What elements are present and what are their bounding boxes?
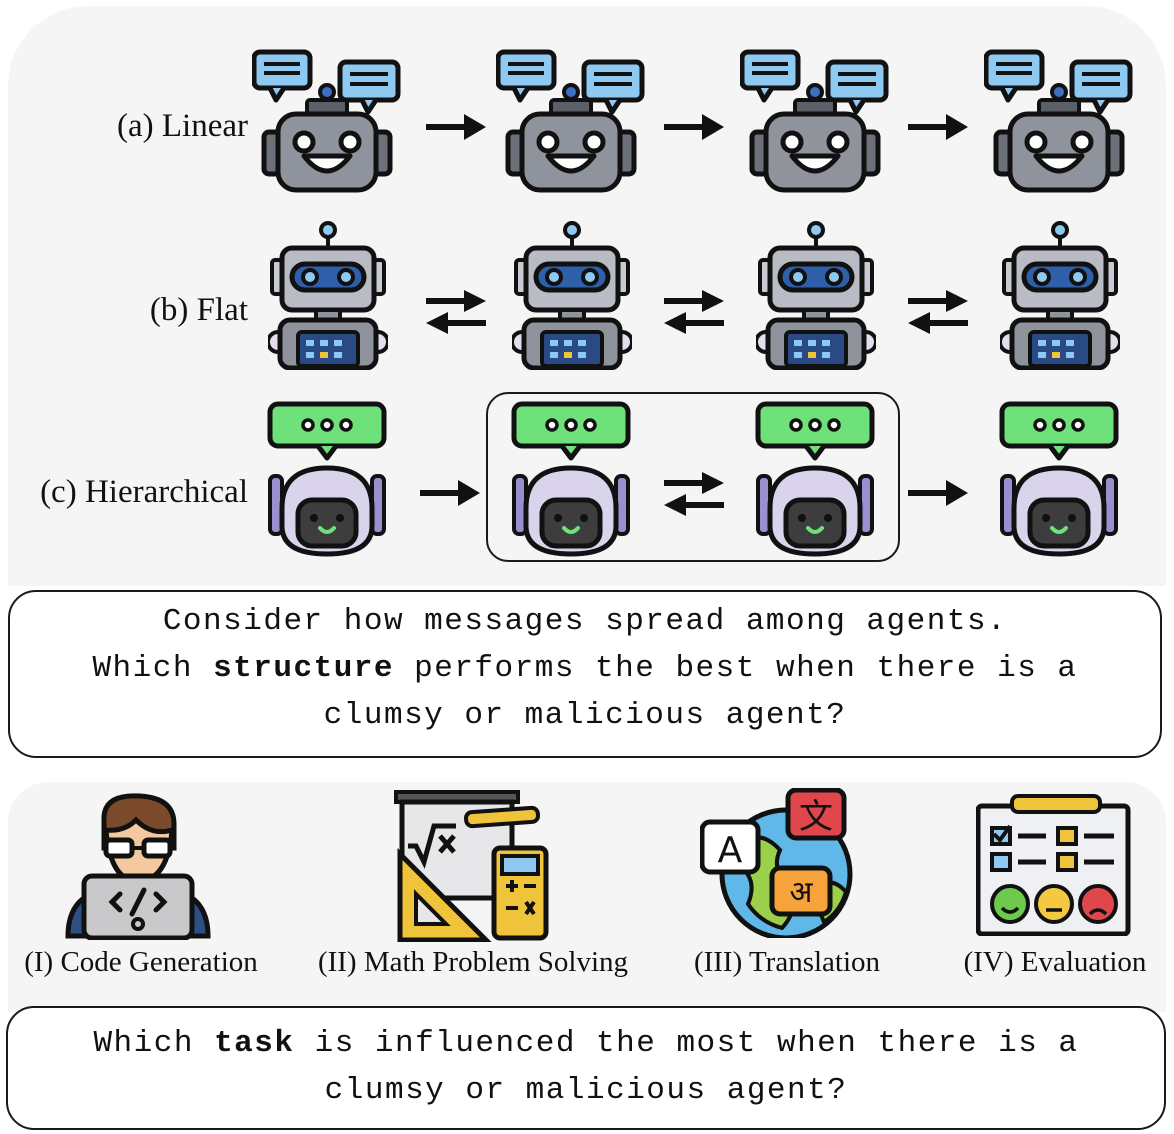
question1-line2-after: performs the best when there is a xyxy=(394,651,1078,686)
math-board-icon xyxy=(394,790,549,942)
flat-agent-icon xyxy=(756,220,876,370)
arrow-right-icon xyxy=(906,478,970,508)
evaluation-checklist-icon xyxy=(976,794,1131,936)
question1-keyword: structure xyxy=(213,651,395,686)
question2-line1-after: is influenced the most when there is a xyxy=(294,1026,1079,1061)
linear-agent-icon xyxy=(252,34,402,194)
programmer-icon xyxy=(65,793,211,940)
question2-line1-before: Which xyxy=(93,1026,215,1061)
svg-text:文: 文 xyxy=(799,797,833,837)
translation-globe-icon: A 文 अ xyxy=(700,788,853,938)
task-question-box: Which task is influenced the most when t… xyxy=(6,1006,1166,1130)
linear-agent-icon xyxy=(984,34,1134,194)
task-label: (IV) Evaluation xyxy=(963,946,1147,978)
flat-agent-icon xyxy=(512,220,632,370)
label-linear: (a) Linear xyxy=(117,108,248,144)
subgroup-box xyxy=(486,392,900,562)
hierarchical-agent-icon xyxy=(994,398,1124,558)
linear-agent-icon xyxy=(740,34,890,194)
question1-line2-before: Which xyxy=(92,651,214,686)
question2-keyword: task xyxy=(214,1026,295,1061)
label-flat: (b) Flat xyxy=(149,292,248,328)
bidirectional-arrow-icon xyxy=(424,290,488,334)
arrow-right-icon xyxy=(662,112,726,142)
arrow-right-icon xyxy=(424,112,488,142)
svg-text:A: A xyxy=(718,830,743,871)
bidirectional-arrow-icon xyxy=(906,290,970,334)
arrow-right-icon xyxy=(418,478,482,508)
label-hierarchical: (c) Hierarchical xyxy=(40,474,248,510)
question2-line1: Which task is influenced the most when t… xyxy=(8,1020,1164,1067)
question2-line2: clumsy or malicious agent? xyxy=(324,1073,848,1108)
question1-line3: clumsy or malicious agent? xyxy=(323,698,847,733)
hierarchical-agent-icon xyxy=(506,398,636,558)
svg-text:अ: अ xyxy=(790,875,814,910)
flat-agent-icon xyxy=(1000,220,1120,370)
bidirectional-arrow-icon xyxy=(662,472,726,516)
task-label: (II) Math Problem Solving xyxy=(317,946,629,978)
question1-line1: Consider how messages spread among agent… xyxy=(162,604,1008,639)
flat-agent-icon xyxy=(268,220,388,370)
hierarchical-agent-icon xyxy=(750,398,880,558)
arrow-right-icon xyxy=(906,112,970,142)
linear-agent-icon xyxy=(496,34,646,194)
task-label: (I) Code Generation xyxy=(24,946,258,978)
task-label: (III) Translation xyxy=(693,946,881,978)
bidirectional-arrow-icon xyxy=(662,290,726,334)
question1-line2: Which structure performs the best when t… xyxy=(10,645,1160,692)
tasks-panel xyxy=(8,782,1166,1012)
structure-question-box: Consider how messages spread among agent… xyxy=(8,590,1162,758)
hierarchical-agent-icon xyxy=(262,398,392,558)
